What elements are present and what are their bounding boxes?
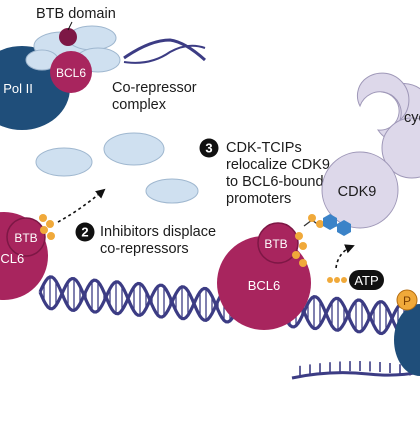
cdk9-label: CDK9 <box>338 184 377 200</box>
step-3-number: 3 <box>205 141 212 156</box>
top-dna-fragment <box>123 38 207 62</box>
cdk-tcip-bound <box>292 232 307 267</box>
step-3-text-line2: relocalize CDK9 <box>226 157 330 173</box>
atp-pill <box>349 270 384 290</box>
linker-ring <box>337 220 351 236</box>
bcl6-small-label: BCL6 <box>56 66 86 80</box>
linker-atom <box>316 220 324 228</box>
pol-ii-right <box>394 304 420 376</box>
btb-left-label: BTB <box>14 231 37 245</box>
atp-molecule: ATP <box>327 270 384 290</box>
atp-arrow <box>335 244 355 269</box>
step-3-text-line4: promoters <box>226 191 291 207</box>
displaced-co-repressor <box>145 178 199 204</box>
tcip-atom <box>295 232 303 240</box>
bcl6-left-label: BCL6 <box>0 251 24 266</box>
step-2-text-line2: co-repressors <box>100 241 189 257</box>
phosphate-dot <box>327 277 333 283</box>
btb-center-label: BTB <box>264 237 287 251</box>
dna-strand-a <box>38 276 420 337</box>
phospho-badge <box>396 289 418 311</box>
step-2-text-line1: Inhibitors displace <box>100 224 216 240</box>
linker-atom <box>308 214 316 222</box>
cyclin-crescent <box>356 72 410 121</box>
cyclin-circle <box>381 117 420 179</box>
step-3-text-line1: CDK-TCIPs <box>226 140 302 156</box>
phosphate-dot <box>334 277 340 283</box>
inhibitor-molecule <box>39 214 55 240</box>
bcl6-small-circle <box>50 51 92 93</box>
phospho-label: P <box>403 294 411 308</box>
inhibitor-atom <box>47 232 55 240</box>
btb-domain-dot <box>59 28 77 46</box>
top-dna-fragment <box>123 44 206 64</box>
btb-domain-label: BTB domain <box>36 6 116 22</box>
step-2-badge <box>75 222 95 242</box>
step-3-text-line3: to BCL6-bound <box>226 174 324 190</box>
co-repressor-label-line2: complex <box>112 97 167 113</box>
bcl6-center-label: BCL6 <box>248 278 281 293</box>
step-2-number: 2 <box>81 225 88 240</box>
btb-left-circle <box>6 217 46 257</box>
cyclin-label-partial: cyc <box>404 110 420 126</box>
linker-ring <box>323 214 337 230</box>
displacement-arrow <box>57 188 106 223</box>
pol-ii-label: Pol II <box>3 81 33 96</box>
co-repressor-label-line1: Co-repressor <box>112 80 197 96</box>
inhibitor-atom <box>46 220 54 228</box>
step-3-badge <box>199 138 219 158</box>
phosphate-dot <box>341 277 347 283</box>
btb-center-circle <box>257 222 299 264</box>
tcip-atom <box>292 251 300 259</box>
rna-strand <box>291 370 420 380</box>
inhibitor-atom <box>39 214 47 222</box>
cdk-tcip-linker <box>303 214 351 236</box>
cdk9-circle <box>321 151 399 229</box>
btb-domain-pointer <box>67 21 73 31</box>
displaced-co-repressor <box>35 147 93 177</box>
tcip-atom <box>299 259 307 267</box>
atp-label: ATP <box>354 273 378 288</box>
displaced-co-repressor <box>103 132 165 166</box>
inhibitor-atom <box>40 226 48 234</box>
tcip-atom <box>299 242 307 250</box>
